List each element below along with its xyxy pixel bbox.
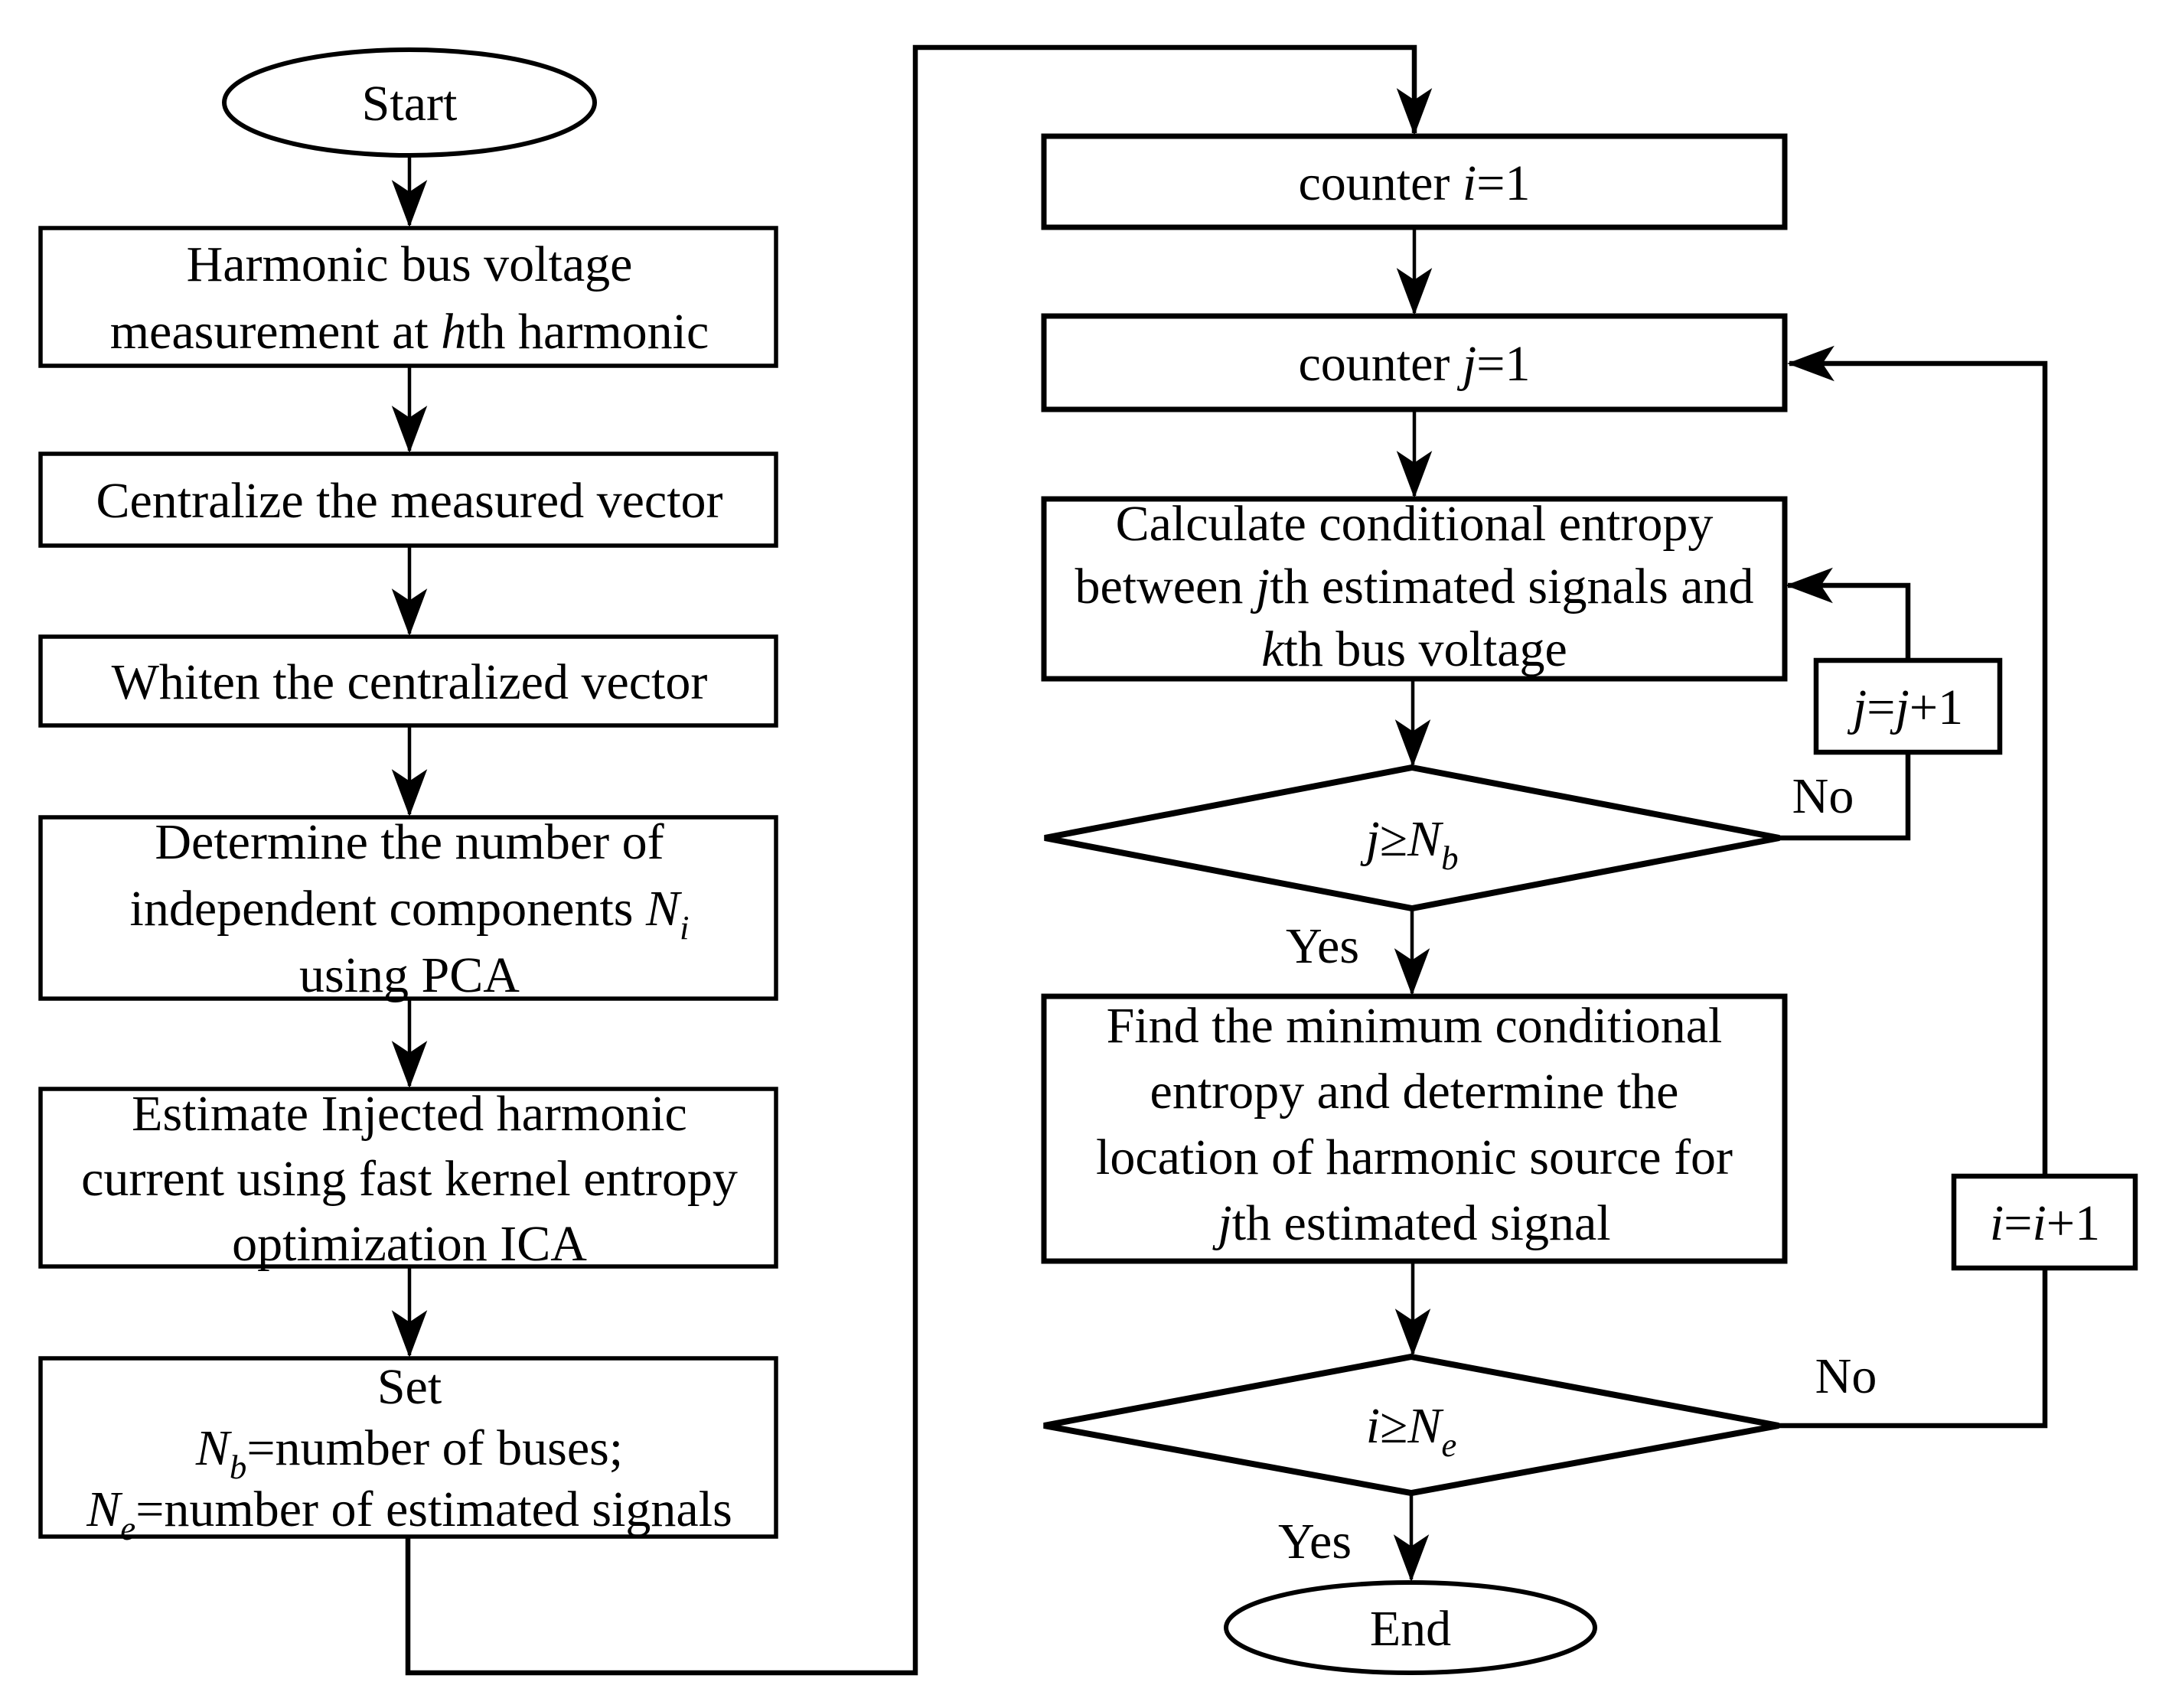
edge-labels: No Yes No Yes [1278,768,1877,1569]
entropy-box [1041,496,1788,682]
j-check-no-label: No [1792,768,1854,824]
step-counter-i: counter i=1 [1041,133,1788,230]
i-check-label: i≥Ne [1366,1398,1457,1464]
set-box [38,1356,778,1539]
counter-i-box [1041,133,1788,230]
i-inc-box [1951,1173,2138,1271]
decision-i-check: i≥Ne [1043,1353,1779,1497]
connector-set-to-counter-i [405,44,1433,1676]
i-check-diamond [1043,1353,1779,1497]
ica-box [38,1087,778,1269]
centralize-box [38,451,778,548]
j-inc-label: j=j+1 [1847,680,1963,735]
connector-j-inc-to-entropy [1785,567,1911,660]
step-j-increment: j=j+1 [1813,657,2003,755]
step-i-increment: i=i+1 [1951,1173,2138,1271]
i-check-no-label: No [1815,1348,1877,1404]
i-check-yes-label: Yes [1278,1514,1352,1569]
j-check-diamond [1044,764,1780,912]
start-terminator: Start [222,47,597,158]
connector-i-check-no-to-i-inc [1779,1270,2048,1429]
whiten-box [38,634,778,728]
step-whiten: Whiten the centralized vector [38,634,778,728]
measure-box [38,226,778,368]
centralize-label: Centralize the measured vector [96,473,722,529]
counter-i-label: counter i=1 [1299,155,1531,211]
connectors [391,44,2048,1676]
counter-j-box [1041,313,1788,412]
start-ellipse [222,47,597,158]
start-label: Start [362,76,458,132]
connector-j-check-no-to-j-inc [1779,755,1911,841]
j-check-label: j≥Nb [1359,811,1458,877]
find-min-box [1041,993,1788,1264]
connector-i-inc-to-counter-j [1786,345,2048,1176]
decision-j-check: j≥Nb [1044,764,1780,912]
step-counter-j: counter j=1 [1041,313,1788,412]
end-ellipse [1224,1580,1597,1675]
step-centralize: Centralize the measured vector [38,451,778,548]
whiten-label: Whiten the centralized vector [112,654,708,710]
pca-box [38,815,778,1001]
i-inc-label: i=i+1 [1990,1195,2100,1251]
counter-j-label: counter j=1 [1299,336,1531,392]
j-check-yes-label: Yes [1286,918,1359,974]
end-terminator: End [1224,1580,1597,1675]
end-label: End [1370,1601,1451,1657]
j-inc-box [1813,657,2003,755]
